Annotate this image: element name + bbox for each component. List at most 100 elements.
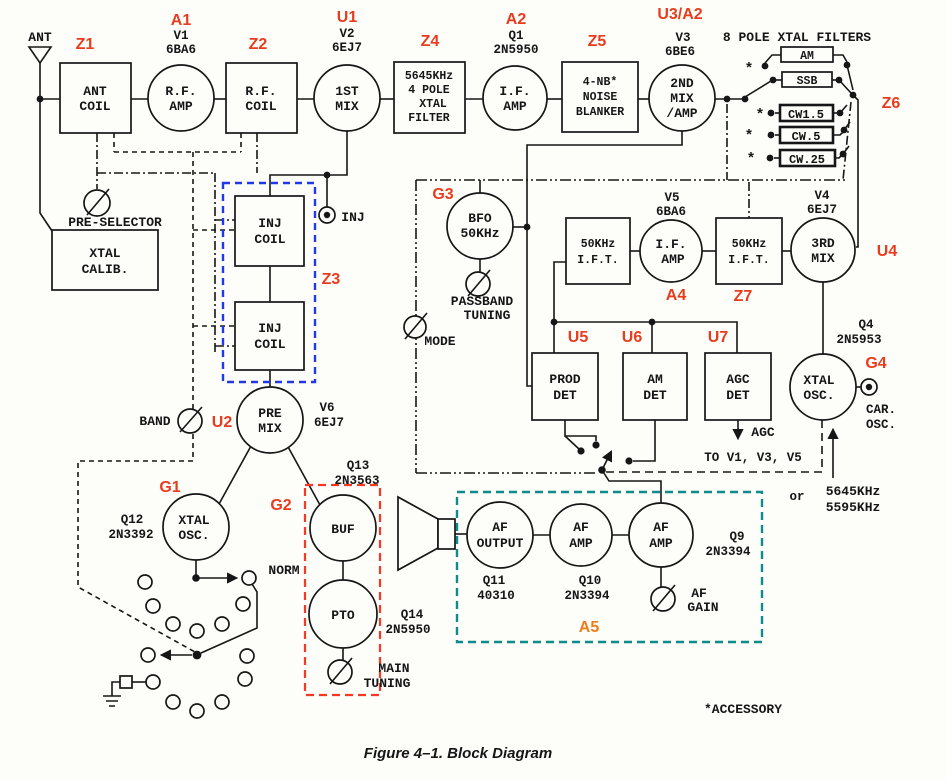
- block-rf-coil: R.F. COIL Z2: [225, 36, 298, 134]
- third-mix-label: 3RD: [811, 236, 835, 251]
- block-af-amp-1: AF AMP Q10 2N3394: [549, 503, 613, 603]
- svg-text:MIX: MIX: [670, 91, 694, 106]
- block-pre-mix: PRE MIX U2 V6 6EJ7: [212, 386, 344, 454]
- antenna-label: ANT: [28, 30, 52, 45]
- v2-label: V2: [339, 27, 354, 41]
- or-label: or: [789, 490, 804, 504]
- ref-u7: U7: [708, 329, 729, 346]
- ref-z4: Z4: [421, 33, 440, 50]
- rf-amp-label: R.F.: [165, 84, 196, 99]
- pre-selector-control: PRE-SELECTOR: [68, 188, 162, 230]
- q9-label: Q9: [729, 530, 744, 544]
- q11-label: Q11: [483, 574, 506, 588]
- svg-text:XTAL: XTAL: [419, 98, 447, 111]
- svg-text:NOISE: NOISE: [583, 91, 618, 104]
- z3-group-box: [221, 181, 317, 384]
- svg-text:COIL: COIL: [79, 99, 110, 114]
- norm-label: NORM: [268, 563, 299, 578]
- svg-text:*: *: [744, 128, 753, 145]
- xtal-filter-bank: 8 POLE XTAL FILTERS AM SSB CW1.5 CW.5 CW…: [723, 30, 901, 168]
- svg-text:50KHz: 50KHz: [460, 226, 499, 241]
- v1-label: V1: [173, 29, 188, 43]
- svg-text:AMP: AMP: [661, 252, 685, 267]
- antenna-symbol: ANT: [27, 30, 53, 65]
- svg-text:INJ: INJ: [258, 321, 281, 336]
- block-third-mix: 3RD MIX V4 6EJ7 U4: [790, 189, 898, 283]
- pre-mix-label: PRE: [258, 406, 282, 421]
- block-am-det: AM DET U6: [622, 329, 688, 421]
- af-amp2-label: AF: [653, 520, 669, 535]
- ref-u3a2: U3/A2: [657, 6, 702, 23]
- af-gain-control: AF GAIN: [650, 584, 719, 615]
- ref-z5: Z5: [588, 33, 607, 50]
- passband-tuning-label: PASSBAND: [451, 294, 514, 309]
- xtal-calib-label: XTAL: [89, 246, 120, 261]
- svg-text:MIX: MIX: [258, 421, 282, 436]
- svg-text:TUNING: TUNING: [364, 676, 411, 691]
- rf-coil-label: R.F.: [245, 84, 276, 99]
- carrier-freq-2: 5595KHz: [826, 500, 881, 515]
- passband-tuning-control: PASSBAND TUNING: [451, 269, 514, 323]
- svg-text:FILTER: FILTER: [408, 112, 450, 125]
- ift2-label: 50KHz: [732, 238, 767, 251]
- band-label: BAND: [139, 414, 170, 429]
- filter-cw25: CW.25: [789, 153, 825, 167]
- q10-label: Q10: [579, 574, 602, 588]
- main-tuning-control: MAIN TUNING: [327, 657, 411, 691]
- v3-label: V3: [675, 31, 690, 45]
- block-buf: BUF G2 Q13 2N3563: [270, 459, 380, 562]
- q14-type: 2N5950: [385, 623, 430, 637]
- accessory-note: *ACCESSORY: [704, 702, 782, 717]
- filter-ssb: SSB: [797, 75, 818, 88]
- svg-text:OSC.: OSC.: [803, 388, 834, 403]
- q4-type: 2N5953: [836, 333, 881, 347]
- block-band-xtal-osc: XTAL OSC. G1 Q12 2N3392: [108, 479, 230, 561]
- svg-text:DET: DET: [553, 388, 577, 403]
- svg-text:OSC.: OSC.: [178, 528, 209, 543]
- ref-u4: U4: [877, 243, 898, 260]
- q4-label: Q4: [858, 318, 874, 332]
- if-amp-label: I.F.: [499, 84, 530, 99]
- block-if-amp: I.F. AMP A2 Q1 2N5950: [482, 11, 548, 131]
- buf-label: BUF: [331, 522, 355, 537]
- filter-cw15: CW1.5: [788, 108, 824, 122]
- v4-type: 6EJ7: [807, 203, 837, 217]
- af-amp1-label: AF: [573, 520, 589, 535]
- q9-type: 2N3394: [705, 545, 751, 559]
- accessory-star: *: [744, 61, 753, 78]
- svg-text:I.F.T.: I.F.T.: [577, 254, 618, 267]
- block-pto: PTO Q14 2N5950: [308, 579, 431, 649]
- ref-z1: Z1: [76, 36, 95, 53]
- ref-g4: G4: [865, 355, 886, 372]
- block-af-amp-2: AF AMP Q9 2N3394: [628, 502, 751, 568]
- svg-text:COIL: COIL: [254, 337, 285, 352]
- block-inj-coil-1: INJ COIL: [234, 195, 305, 267]
- crystal-ground-symbol: [103, 675, 133, 707]
- svg-text:/AMP: /AMP: [666, 106, 697, 121]
- ref-z7: Z7: [734, 288, 753, 305]
- q14-label: Q14: [401, 608, 424, 622]
- block-agc-det: AGC DET U7 AGC TO V1, V3, V5: [704, 329, 802, 465]
- if-amp2-label: I.F.: [655, 237, 686, 252]
- svg-text:*: *: [746, 151, 755, 168]
- block-ift2: 50KHz I.F.T. Z7: [715, 217, 783, 305]
- z6-border-right: [842, 101, 852, 181]
- inj-terminal-label: INJ: [341, 210, 364, 225]
- ift1-label: 50KHz: [581, 238, 616, 251]
- svg-text:MIX: MIX: [811, 251, 835, 266]
- svg-text:COIL: COIL: [245, 99, 276, 114]
- ref-u5: U5: [568, 329, 589, 346]
- svg-text:I.F.T.: I.F.T.: [728, 254, 769, 267]
- block-first-mix: 1ST MIX U1 V2 6EJ7: [313, 9, 381, 132]
- speaker-icon: [397, 495, 456, 572]
- a5-group-box: [455, 490, 764, 644]
- carrier-xtal-osc-label: XTAL: [803, 373, 834, 388]
- svg-text:BLANKER: BLANKER: [576, 106, 624, 119]
- svg-text:AMP: AMP: [169, 99, 193, 114]
- svg-text:TUNING: TUNING: [464, 308, 511, 323]
- ref-u1: U1: [337, 9, 358, 26]
- ref-z3: Z3: [322, 271, 341, 288]
- block-bfo: BFO 50KHz G3: [432, 186, 514, 260]
- figure-caption: Figure 4–1. Block Diagram: [364, 745, 552, 762]
